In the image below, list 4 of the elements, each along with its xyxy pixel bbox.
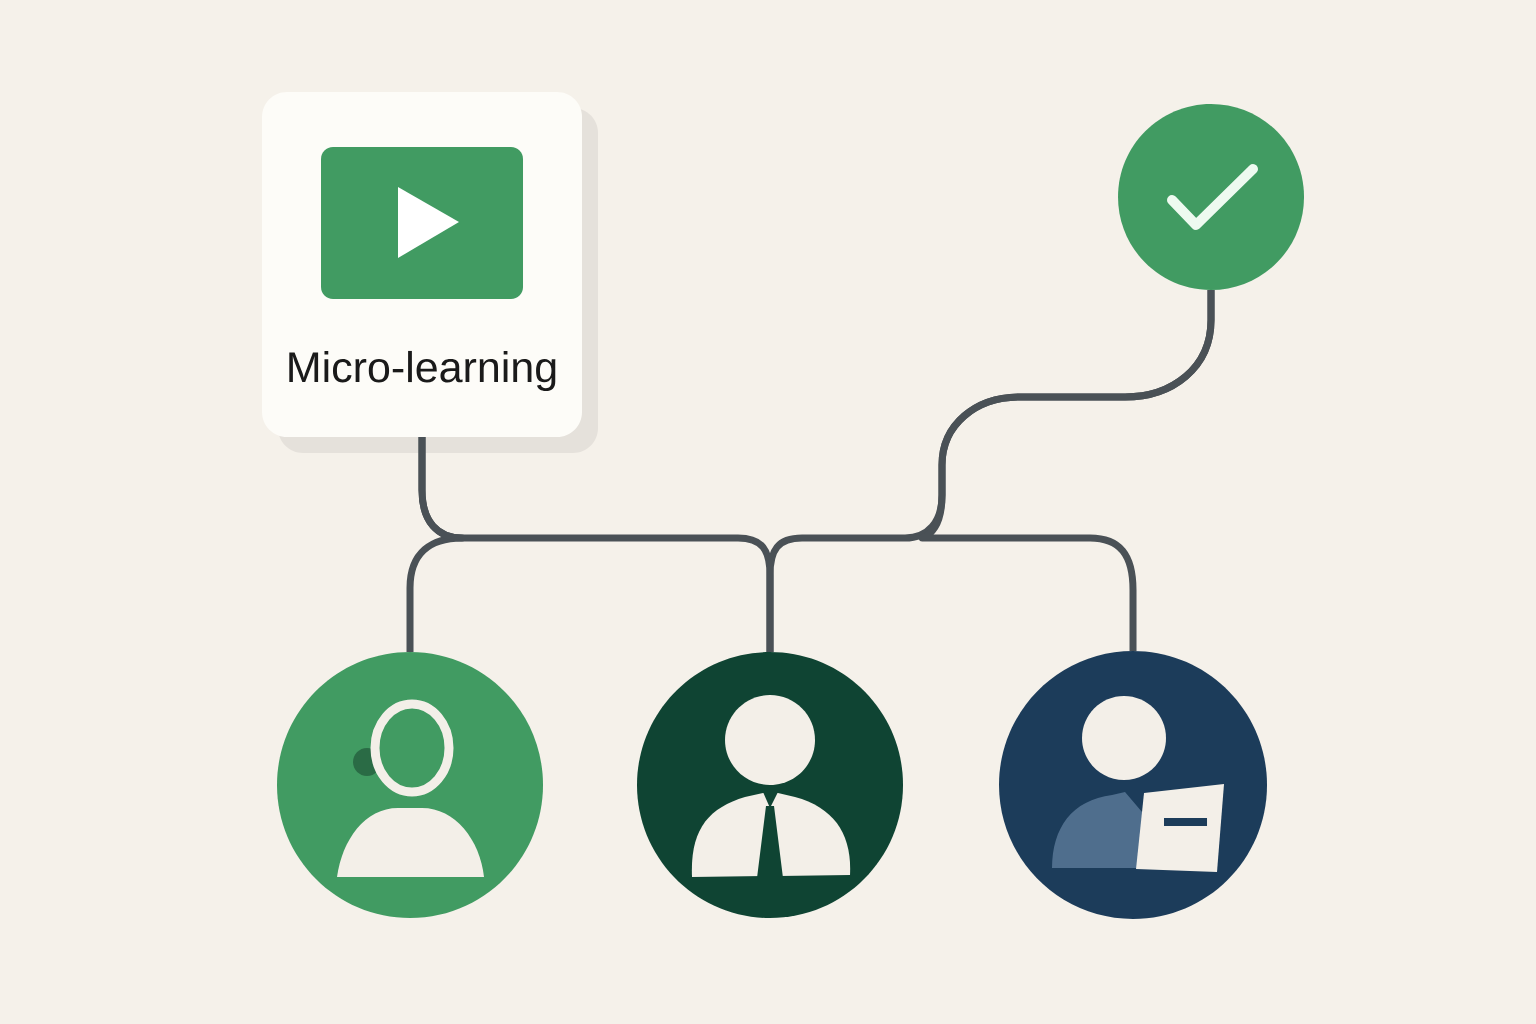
person-tie-icon (637, 652, 903, 918)
person-document-icon (999, 651, 1267, 919)
person-headset-icon (277, 652, 543, 918)
checkmark-icon (1118, 104, 1304, 290)
